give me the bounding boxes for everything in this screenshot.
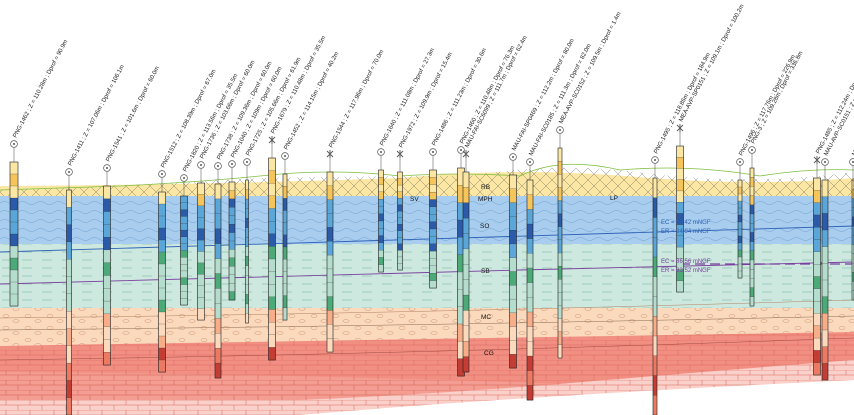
piezometer-icon (268, 136, 276, 144)
borehole-circle-dot (751, 149, 753, 151)
borehole-circle-dot (739, 161, 741, 163)
purple-water-level-line (0, 261, 854, 285)
unit-label-mph: MPH (478, 196, 493, 203)
borehole-circle-dot (217, 165, 219, 167)
piezometer-icon (326, 150, 334, 158)
borehole-label-16: PNG-1460 ; Z = 110.48m ; Dprof = 76.3m (459, 45, 516, 145)
borehole-label-5: PNG-1820 ; Z = 113.56m ; Dprof = 35.5m (182, 73, 239, 173)
unit-label-lp: LP (610, 195, 618, 202)
borehole-3 (103, 164, 111, 366)
borehole-circle-dot (200, 164, 202, 166)
borehole-circle-dot (432, 151, 434, 153)
borehole-22 (676, 124, 684, 293)
borehole-23 (736, 158, 744, 279)
unit-label-sb: SB (481, 268, 490, 275)
borehole-12 (326, 150, 334, 353)
piezometer-icon (676, 124, 684, 132)
borehole-10 (268, 136, 276, 361)
borehole-circle-dot (654, 159, 656, 161)
borehole-label-2: PNG-1411 ; Z = 107.06m ; Dprof = 106.1m (67, 64, 125, 167)
borehole-24 (748, 146, 756, 307)
borehole-2 (65, 168, 73, 415)
borehole-label-21: PNG-1495 ; Z = 118.86m ; Dprof = 184.9m (653, 52, 711, 155)
borehole-1 (9, 140, 19, 307)
piezometer-icon (396, 150, 404, 158)
borehole-label-1: PNG-1462 ; Z = 110.28m ; Dprof = 90.9m (12, 39, 69, 139)
borehole-circle-dot (183, 177, 185, 179)
borehole-label-12: PNG-1544 ; Z = 117.96m ; Dprof = 70.0m (328, 49, 385, 149)
unit-label-mc: MC (481, 314, 491, 321)
level-label-er-blue: ER = 94.94 mNGF (661, 229, 711, 235)
unit-label-cg: CG (484, 350, 494, 357)
borehole-circle-dot (460, 149, 462, 151)
borehole-7 (214, 162, 222, 379)
borehole-circle-dot (284, 155, 286, 157)
borehole-21 (651, 156, 659, 415)
borehole-circle-dot (559, 129, 561, 131)
borehole-8 (228, 160, 236, 301)
level-label-ec-purple: EC = 86.56 mNGF (661, 259, 711, 265)
borehole-4 (158, 170, 166, 373)
blue-water-level-line (0, 225, 854, 253)
borehole-9 (243, 158, 251, 324)
borehole-circle-dot (106, 167, 108, 169)
piezometer-icon (462, 150, 470, 158)
borehole-label-24: PNG-3 ; Z = 109.28m ; Dprof = 336.8m (750, 51, 804, 145)
borehole-circle-dot (231, 163, 233, 165)
borehole-circle-dot (161, 173, 163, 175)
borehole-25 (813, 156, 821, 376)
borehole-15 (429, 148, 437, 289)
borehole-circle-dot (824, 161, 826, 163)
unit-label-sv: SV (410, 196, 419, 203)
borehole-16 (457, 146, 465, 377)
piezometer-icon (813, 156, 821, 164)
unit-label-rb: RB (481, 184, 490, 191)
borehole-26 (821, 158, 829, 381)
water-level-labels: EC = 98.42 mNGF ER = 94.94 mNGF EC = 86.… (661, 220, 711, 274)
unit-labels: RB MPH SV LP SO SB MC CG (410, 184, 618, 357)
borehole-circle-icon (849, 158, 854, 166)
borehole-label-17: MAU-FAI-SC6099 ; Z = 111.7m ; Dprof = 62… (464, 35, 528, 149)
borehole-11 (281, 152, 289, 321)
borehole-6 (197, 161, 205, 321)
borehole-20 (556, 126, 564, 359)
topographic-profile (0, 163, 854, 191)
strata (0, 167, 854, 415)
borehole-14 (396, 150, 404, 271)
borehole-circle-dot (380, 151, 382, 153)
borehole-circle-dot (68, 171, 70, 173)
borehole-labels: PNG-1462 ; Z = 110.28m ; Dprof = 90.9mPN… (12, 4, 854, 173)
borehole-circle-dot (529, 161, 531, 163)
borehole-circle-dot (246, 161, 248, 163)
unit-label-so: SO (480, 223, 489, 230)
borehole-5 (180, 174, 188, 306)
borehole-logs (9, 124, 854, 415)
level-label-er-purple: ER = 83.52 mNGF (661, 268, 711, 274)
unit-hatched-top (0, 167, 854, 198)
borehole-circle-dot (13, 143, 15, 145)
borehole-label-15: PNG-1486 ; Z = 111.23m ; Dprof = 30.6m (431, 47, 488, 146)
borehole-circle-dot (512, 156, 514, 158)
borehole-label-22: MEA-AVP-SP0151 ; Z = 109.1m ; Dprof = 10… (678, 4, 745, 123)
borehole-27 (849, 158, 854, 301)
borehole-13 (377, 148, 385, 273)
borehole-19 (526, 158, 534, 401)
borehole-17 (462, 150, 470, 373)
borehole-18 (509, 153, 517, 369)
borehole-label-20: MEA-AVP-SC0152 ; Z = 109.5m ; Dprof = 1.… (558, 11, 622, 125)
level-label-ec-blue: EC = 98.42 mNGF (661, 220, 711, 226)
